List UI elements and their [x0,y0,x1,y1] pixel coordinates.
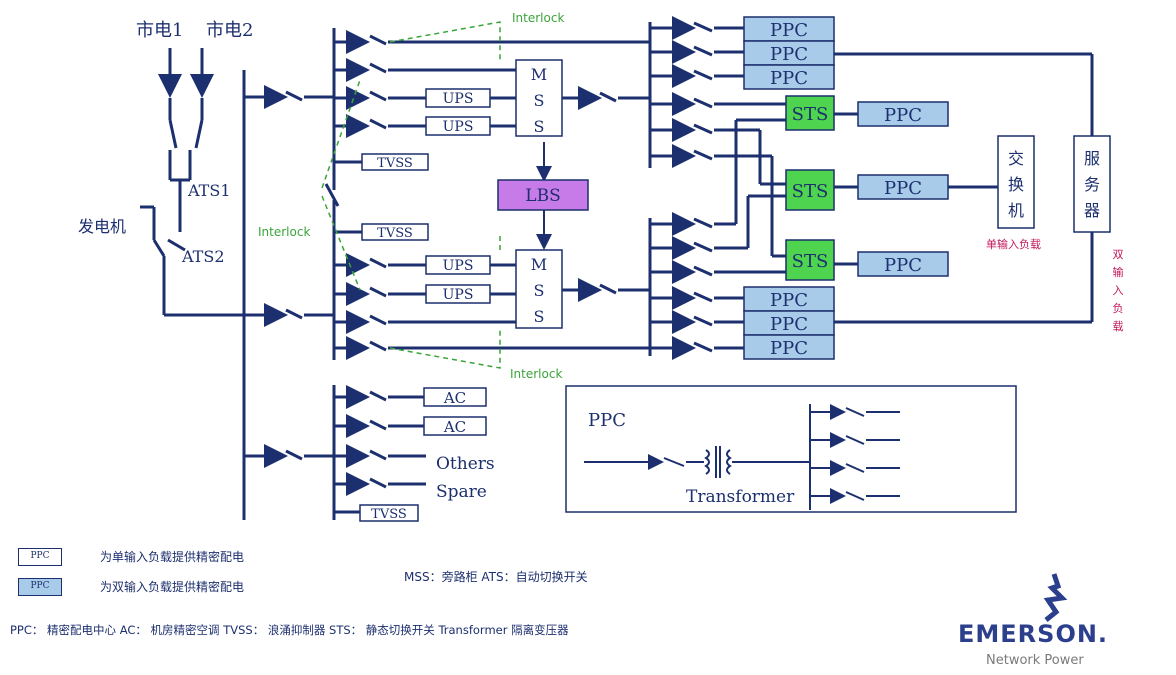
transformer-icon [704,449,710,475]
mss-lower: M S S [515,249,563,329]
legend-mss-ats: MSS：旁路柜 ATS：自动切换开关 [404,570,588,584]
logo-subtitle: Network Power [986,653,1084,668]
svg-text:换: 换 [1008,175,1024,194]
aux-bus-branches: AC AC Others Spare [334,385,495,514]
ppc-label: PPC [770,314,808,335]
svg-text:入: 入 [1113,284,1124,297]
ppc-label: PPC [884,105,922,126]
legend-dual-desc: 为双输入负载提供精密配电 [100,580,245,594]
svg-text:输: 输 [1113,265,1124,279]
svg-text:S: S [534,307,545,326]
svg-text:M: M [531,65,547,84]
svg-text:交: 交 [1008,149,1024,168]
legend-abbreviations: PPC： 精密配电中心 AC： 机房精密空调 TVSS： 浪涌抑制器 STS： … [10,623,569,637]
ppc-inset: PPC Transformer [565,385,1017,513]
svg-text:机: 机 [1008,201,1024,220]
ppc-label: PPC [770,68,808,89]
inset-title: PPC [588,410,626,431]
svg-text:载: 载 [1113,320,1124,333]
ppc-label: PPC [884,178,922,199]
svg-text:S: S [534,117,545,136]
ppc-label: PPC [770,20,808,41]
lbs-label: LBS [525,186,560,206]
legend-dual-swatch: PPC [18,578,62,596]
svg-text:务: 务 [1084,175,1100,194]
interlock-lines [321,21,501,369]
lower-bus-branches [334,230,650,360]
aux-feed [244,385,336,520]
ppc-label: PPC [884,255,922,276]
ppc-label: PPC [770,44,808,65]
tvss-label: TVSS [377,226,413,241]
generator-label: 发电机 [78,217,126,236]
mains2-label: 市电2 [206,20,253,41]
upper-feed [244,28,336,190]
sts-label: STS [792,251,829,272]
interlock-bottom: Interlock [510,367,562,381]
svg-text:器: 器 [1084,201,1100,220]
server-load: 服 务 器 双 输 入 负 载 [834,52,1124,333]
upper-bus-branches [334,30,650,164]
transformer-label: Transformer [686,487,795,507]
source-feeds [140,48,214,315]
sts-label: STS [792,181,829,202]
ups-label: UPS [443,91,474,107]
emerson-logo-icon [1043,573,1068,622]
mains1-label: 市电1 [136,20,183,41]
single-input-load-label: 单输入负载 [986,237,1041,251]
tvss-units: TVSS TVSS TVSS [359,153,429,522]
lbs-unit: LBS [497,142,589,250]
ups-label: UPS [443,119,474,135]
ats1-label: ATS1 [187,181,231,200]
sts-units: STS STS STS [785,95,858,281]
ac-label: AC [443,418,466,436]
ups-label: UPS [443,258,474,274]
upper-distribution [648,16,786,258]
ppc-label: PPC [770,338,808,359]
ac-label: AC [443,389,466,407]
lower-distribution [648,118,786,360]
tvss-label: TVSS [377,156,413,171]
lower-feed [244,183,340,360]
ats2-label: ATS2 [181,247,225,266]
svg-text:S: S [534,281,545,300]
spare-label: Spare [436,482,487,502]
svg-text:M: M [531,255,547,274]
legend-single-swatch: PPC [18,548,62,566]
logo-brand: EMERSON. [958,620,1109,648]
interlock-middle: Interlock [258,225,310,239]
interlock-top: Interlock [512,11,564,25]
others-label: Others [436,454,495,474]
ups-units: UPS UPS UPS UPS [425,88,491,304]
switch-load: 交 换 机 单输入负载 [948,135,1041,251]
ppc-label: PPC [770,290,808,311]
svg-text:负: 负 [1113,301,1124,315]
mss-outputs [562,86,650,302]
tvss-label: TVSS [371,507,407,522]
ppc-panels: PPC PPC PPC PPC PPC PPC PPC PPC PPC [743,16,949,360]
ups-label: UPS [443,287,474,303]
svg-text:双: 双 [1113,248,1124,261]
svg-text:S: S [534,91,545,110]
mss-upper: M S S [515,59,563,137]
svg-text:服: 服 [1084,149,1100,168]
sts-label: STS [792,104,829,125]
legend-single-desc: 为单输入负载提供精密配电 [100,550,245,564]
